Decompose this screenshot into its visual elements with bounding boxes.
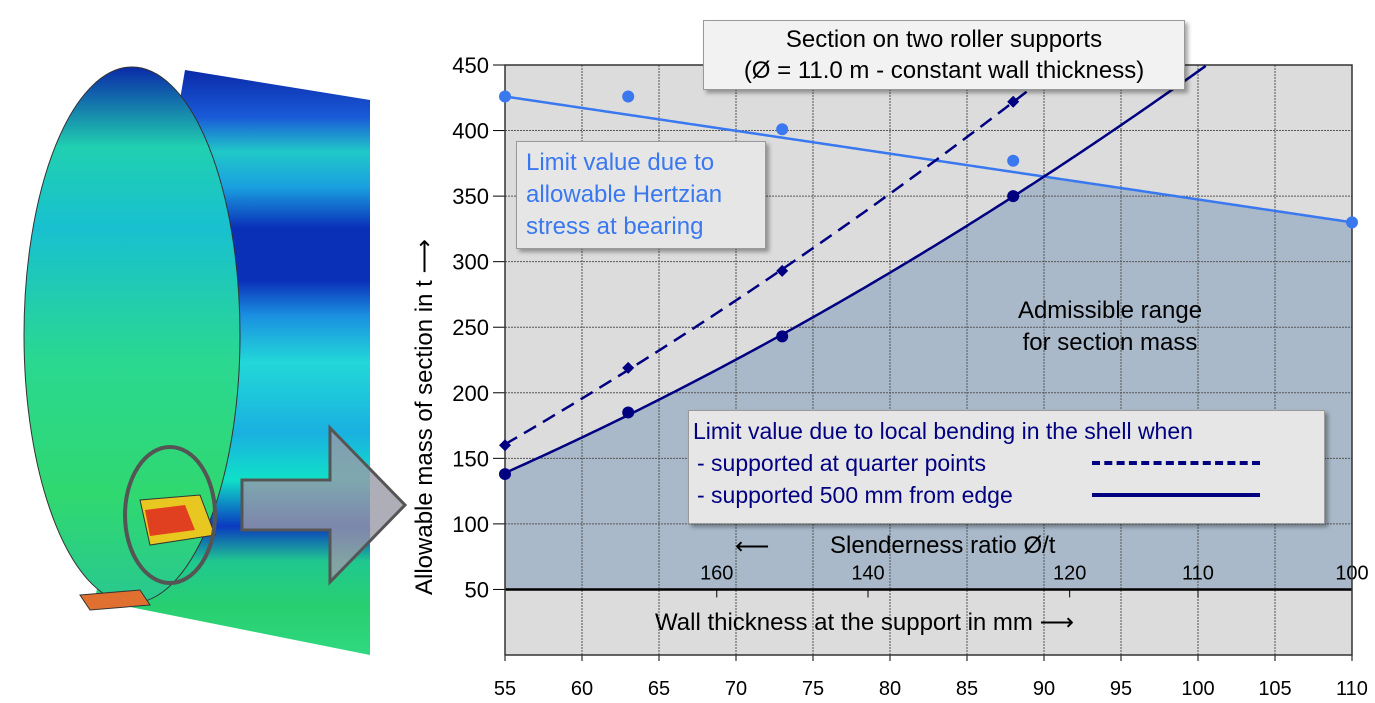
- fe-cylinder-illustration: [23, 66, 408, 655]
- edge-support-line: [504, 64, 1207, 475]
- y-tick-label: 200: [452, 381, 489, 406]
- y-tick-label: 50: [465, 577, 489, 602]
- hertz-point: [1346, 216, 1358, 229]
- hertz-point: [1007, 154, 1020, 167]
- y-tick-label: 150: [452, 446, 489, 471]
- admissible-line-2: for section mass: [1022, 329, 1198, 356]
- secondary-tick-label: 140: [851, 562, 884, 584]
- hertz-point: [499, 90, 511, 103]
- support-hotspot-core: [145, 505, 195, 536]
- x-tick-label: 90: [1033, 678, 1055, 700]
- legend-solid-line: [1092, 493, 1260, 497]
- y-axis-label: Allowable mass of section in t ⟶: [410, 65, 439, 595]
- y-tick-label: 450: [452, 53, 489, 78]
- support-hotspot-lower: [79, 589, 151, 611]
- quarter-points-line: [504, 65, 1061, 446]
- x-tick-label: 95: [1110, 678, 1132, 700]
- quarter-point-marker: [499, 439, 511, 452]
- hertz-line-2: allowable Hertzian: [526, 181, 723, 208]
- arrow-left-icon: ⟵: [735, 533, 770, 560]
- hertz-line-1: Limit value due to: [526, 149, 715, 176]
- y-tick-label: 100: [452, 512, 489, 537]
- legend: Limit value due to local bending in the …: [688, 410, 1325, 524]
- x-axis-label-text: Wall thickness at the support in mm: [655, 609, 1033, 636]
- chart-title: Section on two roller supports: [785, 26, 1103, 53]
- arrow-up-icon: ⟶: [411, 239, 438, 274]
- edge-support-point: [776, 330, 789, 343]
- y-tick-label: 300: [452, 250, 489, 275]
- admissible-line-1: Admissible range: [1017, 297, 1203, 324]
- edge-support-point: [1007, 190, 1020, 203]
- arrow-right-icon: ⟶: [1039, 609, 1074, 636]
- quarter-point-marker: [776, 264, 789, 277]
- y-tick-label: 250: [452, 315, 489, 340]
- hertz-line: [504, 95, 1353, 224]
- x-tick-label: 105: [1258, 678, 1291, 700]
- x-tick-label: 75: [802, 678, 824, 700]
- x-tick-label: 60: [571, 678, 593, 700]
- slenderness-label: ⟵ Slenderness ratio Ø/t: [735, 532, 1056, 560]
- legend-quarter-label: - supported at quarter points: [697, 450, 986, 476]
- x-tick-label: 65: [648, 678, 670, 700]
- x-tick-label: 70: [725, 678, 747, 700]
- x-tick-label: 85: [956, 678, 978, 700]
- hertz-point: [622, 90, 635, 103]
- x-tick-label: 110: [1336, 678, 1368, 700]
- hertz-annotation: Limit value due to allowable Hertzian st…: [516, 141, 766, 249]
- legend-dashed-line: [1092, 461, 1260, 465]
- secondary-tick-label: 160: [700, 562, 733, 584]
- y-tick-label: 400: [452, 119, 489, 144]
- admissible-range-label: Admissible range for section mass: [985, 295, 1235, 359]
- edge-support-point: [622, 406, 635, 419]
- chart-subtitle: (Ø = 11.0 m - constant wall thickness): [743, 57, 1145, 84]
- chart-title-box: Section on two roller supports (Ø = 11.0…: [703, 20, 1185, 90]
- edge-support-point: [499, 468, 511, 481]
- hertz-point: [776, 123, 789, 136]
- legend-title: Limit value due to local bending in the …: [693, 418, 1193, 444]
- x-axis-label: Wall thickness at the support in mm ⟶: [655, 608, 1074, 637]
- slenderness-label-text: Slenderness ratio Ø/t: [830, 532, 1056, 559]
- x-tick-label: 100: [1181, 678, 1214, 700]
- quarter-point-marker: [1007, 95, 1020, 108]
- secondary-tick-label: 110: [1182, 562, 1214, 584]
- pointer-arrow-icon: [240, 424, 408, 586]
- x-tick-label: 80: [879, 678, 901, 700]
- highlight-circle: [123, 445, 217, 585]
- quarter-point-marker: [622, 361, 635, 374]
- y-tick-label: 350: [452, 184, 489, 209]
- legend-edge-label: - supported 500 mm from edge: [697, 482, 1013, 508]
- y-axis-label-text: Allowable mass of section in t: [411, 280, 438, 595]
- x-tick-label: 55: [494, 678, 516, 700]
- hertz-line-3: stress at bearing: [526, 213, 704, 240]
- secondary-tick-label: 120: [1053, 562, 1086, 584]
